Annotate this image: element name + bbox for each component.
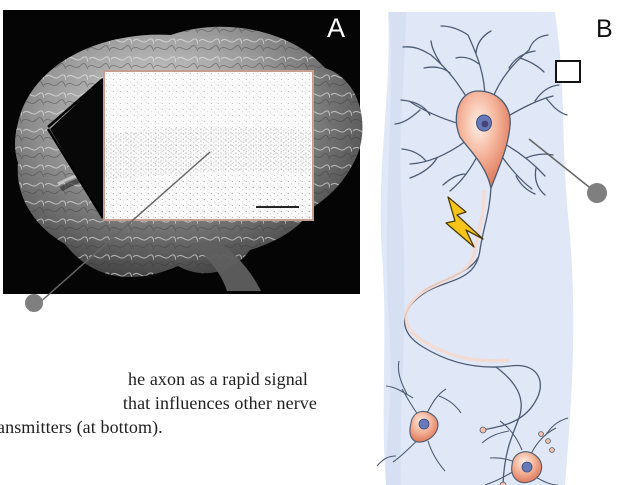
panel-b: B (377, 12, 613, 485)
cortex-lower-layer (106, 175, 311, 218)
caption-line: he axon as a rapid signal (0, 367, 352, 391)
caption-line: ansmitters (at bottom). (0, 415, 352, 439)
panel-a-callout-dot (25, 294, 43, 312)
neuron-background (381, 12, 574, 485)
synapse-box (556, 61, 580, 82)
panel-a-label: A (327, 13, 345, 43)
nucleolus (482, 121, 489, 128)
caption-line: that influences other nerve (0, 391, 352, 415)
panel-b-callout-dot (587, 183, 607, 203)
caption-text: he axon as a rapid signal that influence… (0, 367, 352, 439)
panel-b-label: B (596, 15, 613, 43)
panel-a: A (3, 10, 362, 312)
